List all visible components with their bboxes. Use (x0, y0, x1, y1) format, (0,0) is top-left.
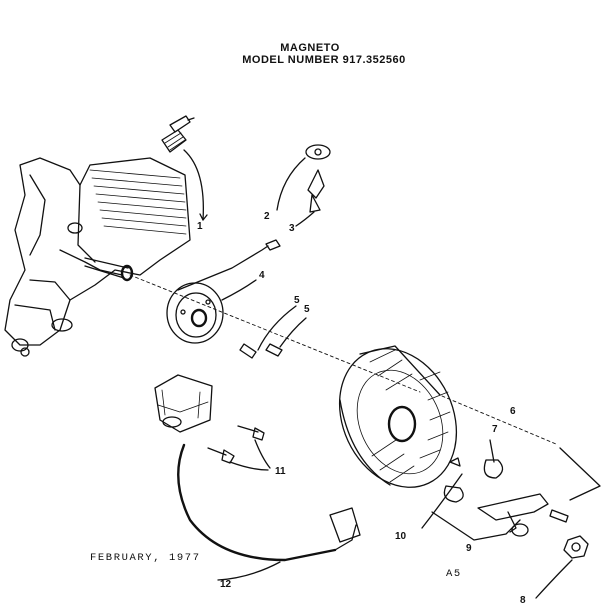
terminal-parts-illustration (276, 144, 331, 227)
title-line-2: MODEL NUMBER 917.352560 (242, 54, 406, 66)
callout-12: 12 (220, 579, 232, 590)
callout-2: 2 (264, 211, 270, 222)
callout-5b: 5 (304, 304, 310, 315)
ignition-lead-illustration (177, 443, 361, 581)
callout-8: 8 (520, 595, 526, 604)
engine-block-illustration (4, 157, 191, 357)
callout-10: 10 (395, 531, 407, 542)
callout-5a: 5 (294, 295, 300, 306)
coil-screw-illustration (207, 425, 271, 471)
title-line-1: MAGNETO (280, 42, 340, 54)
callout-9: 9 (466, 543, 472, 554)
flywheel-illustration (338, 345, 458, 488)
screw-parts-illustration (239, 305, 307, 359)
callout-4: 4 (259, 270, 265, 281)
assembly-centerline-2 (441, 395, 557, 445)
callout-6: 6 (510, 406, 516, 417)
ignition-coil-illustration (154, 374, 213, 433)
date-stamp: FEBRUARY, 1977 (90, 552, 201, 564)
diagram-title: MAGNETO MODEL NUMBER 917.352560 (0, 42, 608, 66)
assembly-centerline (129, 274, 421, 393)
flywheel-nut-illustration (535, 535, 589, 599)
callout-1: 1 (197, 221, 203, 232)
starter-parts-illustration (421, 439, 601, 541)
callout-11: 11 (275, 466, 286, 477)
callout-7: 7 (492, 424, 498, 435)
spark-plug-illustration (161, 115, 208, 221)
sheet-code: A5 (446, 568, 462, 580)
callout-3: 3 (289, 223, 295, 234)
ignition-module-illustration (166, 239, 281, 344)
